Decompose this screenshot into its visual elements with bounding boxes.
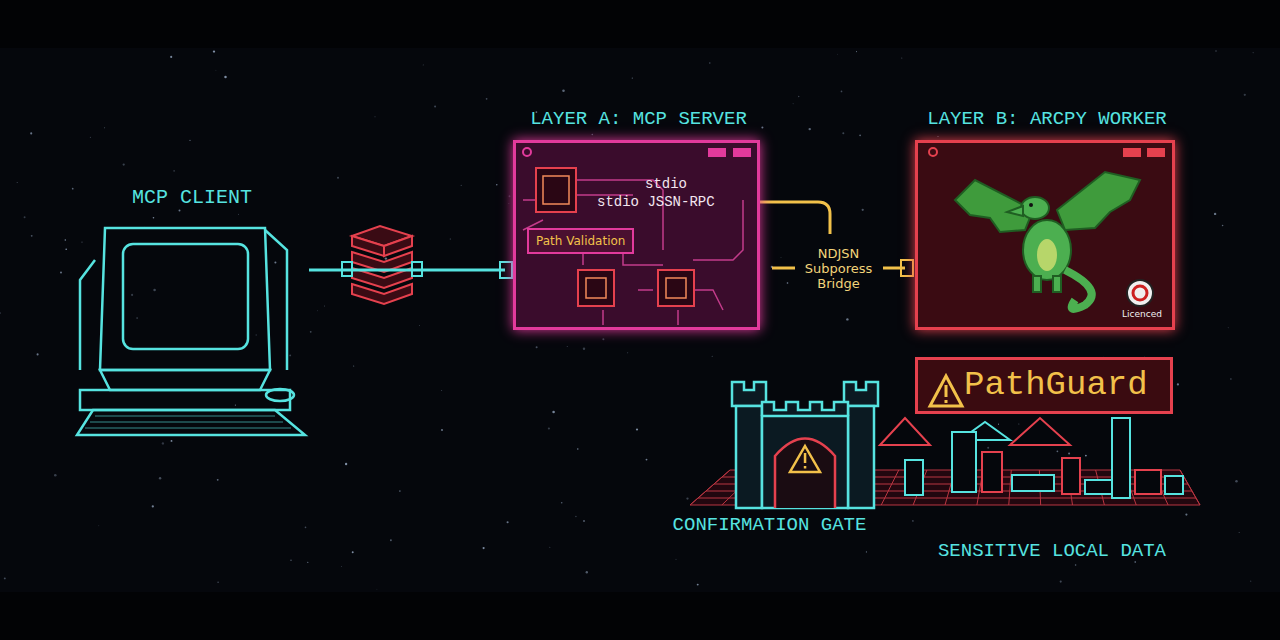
- connector-label: NDJSN Subporess Bridge: [795, 244, 883, 293]
- license-badge: Licenced: [1115, 278, 1169, 326]
- server-stack-icon: [352, 226, 412, 304]
- node-title: LAYER A: MCP SERVER: [505, 108, 772, 130]
- node-title: Licenced: [1115, 309, 1169, 319]
- node-text: stdio JSSN-RPC: [597, 194, 715, 210]
- server-panel: LAYER A: MCP SERVER stdio stdio JSSN-RPC Pa…: [505, 108, 772, 333]
- node-title: MCP CLIENT: [75, 186, 309, 209]
- node-text: stdio: [645, 176, 687, 192]
- confirmation-castle: CONFIRMATION GATE: [660, 376, 879, 536]
- node-title: PathGuard: [964, 366, 1148, 404]
- worker-panel: LAYER B: ARCPY WORKER Licenced: [905, 108, 1189, 333]
- guard-banner: PathGuard: [915, 357, 1173, 414]
- local-data-city: SENSITIVE LOCAL DATA: [890, 470, 1214, 562]
- client-computer: MCP CLIENT: [75, 186, 309, 438]
- node-title: SENSITIVE LOCAL DATA: [890, 540, 1214, 562]
- node-title: CONFIRMATION GATE: [660, 514, 879, 536]
- connector-line: [309, 269, 505, 272]
- node-title: Path Validation: [536, 234, 625, 248]
- node-title: LAYER B: ARCPY WORKER: [905, 108, 1189, 130]
- validation-box: Path Validation: [527, 228, 634, 254]
